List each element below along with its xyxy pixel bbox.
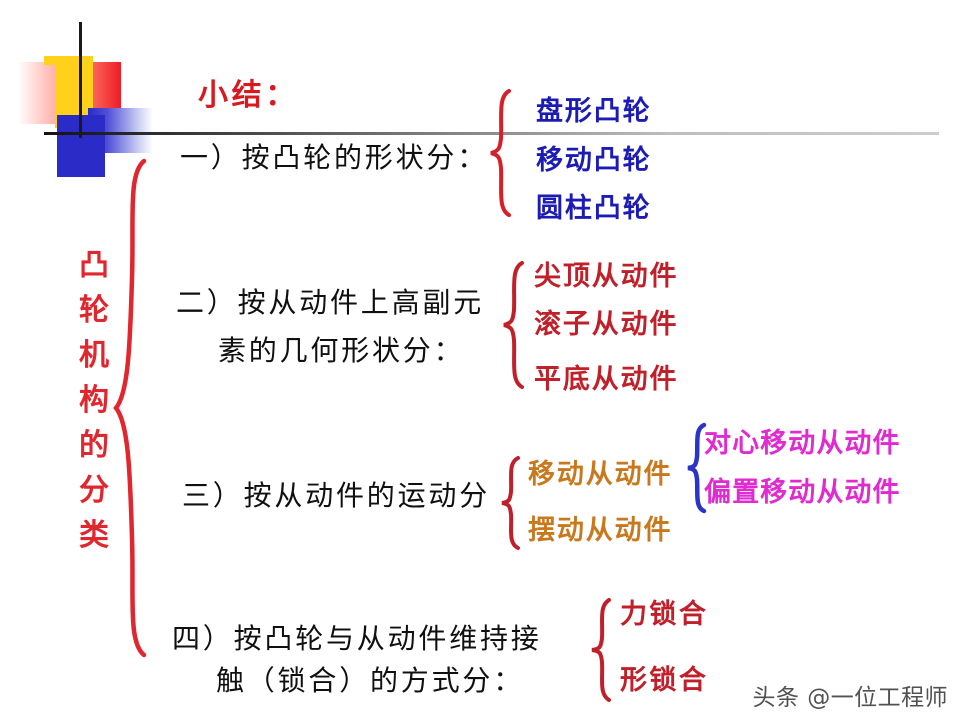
section-three-sub-item: 对心移动从动件 — [704, 428, 901, 459]
section-one-label: 一）按凸轮的形状分： — [180, 141, 489, 174]
section-one-item: 移动凸轮 — [536, 145, 652, 176]
section-two-label-line2: 素的几何形状分： — [218, 334, 465, 367]
vertical-title-char: 类 — [79, 518, 109, 553]
section-three-item: 摆动从动件 — [528, 515, 673, 546]
section-three-brace — [501, 456, 520, 550]
vertical-title-char: 凸 — [79, 248, 109, 283]
decoration-yellow-bar — [44, 56, 93, 65]
vertical-title-char: 机 — [79, 338, 109, 373]
section-four-item: 形锁合 — [620, 665, 709, 696]
section-two-item: 平底从动件 — [534, 364, 679, 395]
master-brace — [113, 158, 147, 658]
section-three-item: 移动从动件 — [528, 459, 673, 490]
section-one-item: 圆柱凸轮 — [536, 193, 652, 224]
section-two-brace — [503, 261, 524, 389]
section-two-item: 滚子从动件 — [534, 309, 679, 340]
vertical-title-char: 轮 — [79, 293, 109, 328]
vertical-title-char: 的 — [79, 428, 109, 463]
vertical-title: 凸 轮 机 构 的 分 类 — [72, 243, 116, 558]
section-three-sub-item: 偏置移动从动件 — [704, 477, 901, 508]
vertical-title-char: 分 — [79, 473, 109, 508]
watermark: 头条 @一位工程师 — [752, 685, 948, 711]
section-four-label-line2: 触（锁合）的方式分： — [216, 664, 525, 697]
section-four-brace — [591, 598, 611, 702]
section-one-item: 盘形凸轮 — [536, 96, 652, 127]
section-four-label-line1: 四）按凸轮与从动件维持接 — [172, 622, 542, 655]
vertical-title-char: 构 — [79, 383, 109, 418]
section-three-sub-brace — [687, 422, 707, 514]
section-three-label: 三）按从动件的运动分 — [182, 479, 491, 512]
page-title: 小结： — [198, 78, 299, 113]
decoration-horizontal-rule — [44, 132, 939, 135]
decoration-vertical-rule — [79, 22, 82, 138]
section-one-brace — [490, 89, 511, 217]
section-two-item: 尖顶从动件 — [534, 261, 679, 292]
section-two-label-line1: 二）按从动件上高副元 — [176, 286, 485, 319]
section-four-item: 力锁合 — [620, 599, 709, 630]
